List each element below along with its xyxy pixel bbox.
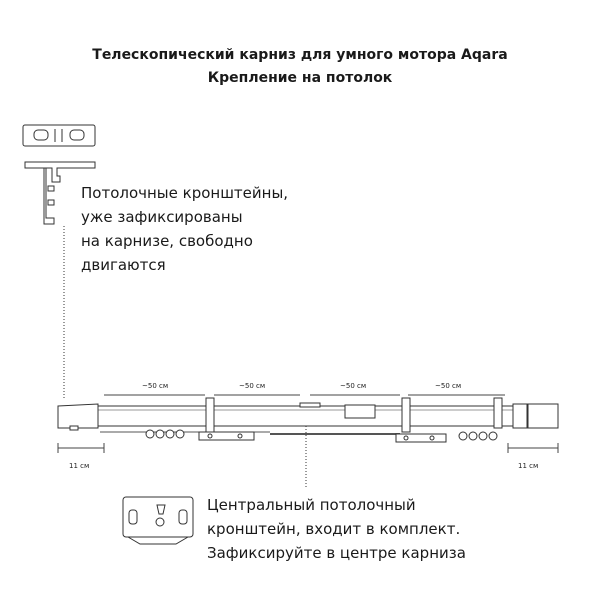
end-dimension-arrows xyxy=(57,443,559,453)
note-line: Центральный потолочный xyxy=(207,496,416,514)
rail-bracket xyxy=(493,397,503,429)
ceiling-brackets-note: Потолочные кронштейны, уже зафиксированы… xyxy=(81,181,341,277)
diagram-title-line-2: Крепление на потолок xyxy=(207,70,393,86)
segment-length-label: ~50 см xyxy=(435,382,462,390)
note-line: Потолочные кронштейны, xyxy=(81,184,289,202)
curtain-rail xyxy=(57,402,559,435)
curtain-runners-left xyxy=(145,429,185,439)
segment-length-label: ~50 см xyxy=(142,382,169,390)
note-line: Зафиксируйте в центре карниза xyxy=(207,544,466,562)
central-ceiling-bracket xyxy=(122,496,194,545)
left-end-length-label: 11 см xyxy=(69,462,90,470)
note-line: на карнизе, свободно xyxy=(81,232,253,250)
ceiling-bracket-profile xyxy=(24,161,96,225)
diagram-title-line-1: Телескопический карниз для умного мотора… xyxy=(92,47,508,63)
segment-length-label: ~50 см xyxy=(340,382,367,390)
rail-bracket xyxy=(395,397,447,443)
note-line: двигаются xyxy=(81,256,166,274)
central-bracket-note: Центральный потолочный кронштейн, входит… xyxy=(207,493,577,565)
segment-length-label: ~50 см xyxy=(239,382,266,390)
rail-bracket xyxy=(198,397,255,441)
ceiling-bracket-top-view xyxy=(22,124,96,147)
right-end-length-label: 11 см xyxy=(518,462,539,470)
curtain-runners-right xyxy=(458,431,498,441)
note-line: уже зафиксированы xyxy=(81,208,243,226)
note-line: кронштейн, входит в комплект. xyxy=(207,520,461,538)
